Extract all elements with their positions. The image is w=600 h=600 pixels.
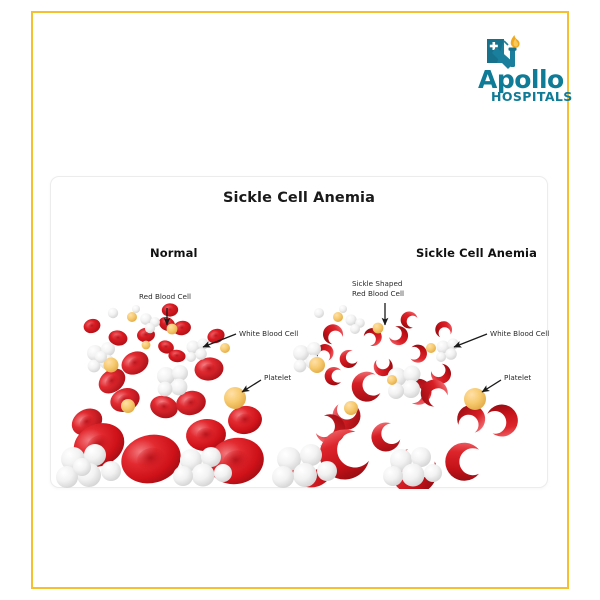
arrow-platelet <box>241 379 262 393</box>
callout-white-blood-cell-sickle: White Blood Cell <box>490 329 549 338</box>
wbc-group-normal <box>56 305 232 488</box>
arrow-white-blood-cell-sickle <box>453 333 488 348</box>
callout-sickle-shaped-red-blood-cell: Sickle Shaped Red Blood Cell <box>352 279 442 298</box>
logo-primary-text: Apollo <box>478 65 564 94</box>
platelet-labeled-normal <box>224 387 246 409</box>
sickle-panel-cells <box>272 303 518 489</box>
sickle-small-group <box>316 311 453 386</box>
normal-panel-cells <box>56 303 264 488</box>
wbc-labeled-sickle <box>436 338 459 362</box>
callout-red-blood-cell: Red Blood Cell <box>139 292 191 301</box>
apollo-torch-icon <box>484 33 542 73</box>
panel-heading-sickle: Sickle Cell Anemia <box>416 246 537 260</box>
page-title: Sickle Cell Anemia <box>222 190 375 206</box>
platelet-labeled-sickle <box>464 388 486 410</box>
diagram-card: Sickle Cell Anemia Normal Sickle Cell An… <box>50 176 549 489</box>
panel-heading-normal: Normal <box>150 246 198 260</box>
apollo-wordmark: Apollo HOSPITALS <box>478 67 574 103</box>
apollo-hospitals-logo: Apollo HOSPITALS <box>478 33 574 105</box>
platelet-group-normal <box>103 312 246 413</box>
blood-cell-illustration: Red Blood Cell White Blood Cell Platelet… <box>51 177 549 489</box>
platelet-group-sickle <box>309 312 486 415</box>
callout-platelet-normal: Platelet <box>264 373 292 382</box>
arrow-white-blood-cell <box>202 333 237 348</box>
callout-sickle-line-2: Red Blood Cell <box>352 288 404 298</box>
callout-platelet-sickle: Platelet <box>504 373 532 382</box>
sickle-medium-group <box>315 371 486 452</box>
callout-sickle-line-1: Sickle Shaped <box>352 279 403 288</box>
callout-arrows-sickle <box>381 303 502 393</box>
wbc-group-sickle <box>272 305 459 488</box>
callout-arrows-normal <box>163 308 262 393</box>
logo-secondary-text: HOSPITALS <box>491 89 573 104</box>
arrow-platelet-sickle <box>481 379 502 393</box>
wbc-labeled-normal <box>186 338 209 362</box>
callout-white-blood-cell-normal: White Blood Cell <box>239 329 299 338</box>
